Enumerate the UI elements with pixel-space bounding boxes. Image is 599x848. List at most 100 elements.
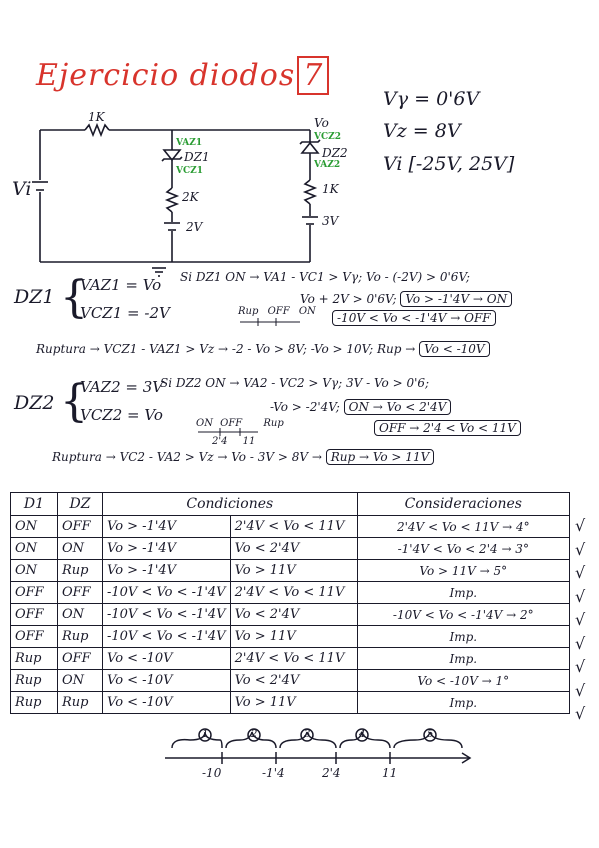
table-header-row: D1 DZ Condiciones Consideraciones — [10, 492, 571, 516]
vaz2-label: VAZ2 — [314, 160, 341, 170]
cell-cond2: 2'4V < Vo < 11V — [229, 647, 358, 670]
check-mark: √ — [575, 610, 586, 629]
dz1-rupture-box: Vo < -10V — [419, 341, 490, 357]
output-vo-label: Vo — [314, 116, 329, 130]
cell-cond2: 2'4V < Vo < 11V — [229, 515, 358, 538]
dz1-eq1: VAZ1 = Vo — [80, 276, 162, 294]
tick-label: 11 — [382, 766, 398, 780]
cell-dz: ON — [57, 603, 103, 626]
region-label: 1 — [202, 729, 209, 740]
region-label: 4 — [359, 729, 366, 740]
cell-cond1: -10V < Vo < -1'4V — [102, 603, 231, 626]
dz1-cond-line2: Vo + 2V > 0'6V; Vo > -1'4V → ON — [300, 291, 513, 307]
cell-dz: OFF — [57, 581, 103, 604]
resistor-2k-label: 2K — [182, 190, 199, 204]
check-mark: √ — [575, 539, 586, 559]
cell-d1: ON — [10, 559, 58, 582]
source-vi-label: Vi — [12, 178, 32, 200]
cell-d1: Rup — [10, 669, 58, 692]
dz1-axis-on: ON — [298, 306, 316, 317]
header-condiciones: Condiciones — [102, 492, 358, 516]
cell-consideraciones: Imp. — [356, 625, 571, 648]
dz1-eq2: VCZ1 = -2V — [80, 304, 170, 322]
cell-dz: ON — [57, 669, 103, 692]
dz1-label: DZ1 — [184, 150, 210, 164]
vaz1-label: VAZ1 — [176, 138, 203, 148]
dz2-eq1: VAZ2 = 3V — [80, 378, 164, 396]
cell-cond2: Vo < 2'4V — [229, 537, 358, 560]
param-vz: Vz = 8V — [383, 120, 461, 142]
header-consideraciones: Consideraciones — [356, 492, 571, 516]
cell-d1: OFF — [10, 625, 58, 648]
dz2-axis-off: OFF — [220, 418, 243, 429]
title-number: 7 — [297, 56, 330, 95]
dz2-axis-labels: ON OFF Rup — [196, 418, 284, 429]
region-label: 2 — [251, 729, 258, 740]
vcz2-label: VCZ2 — [314, 132, 341, 142]
check-mark: √ — [575, 633, 586, 653]
region-label: 5 — [427, 729, 434, 740]
dz1-section-label: DZ1 — [14, 286, 55, 308]
dz2-axis-rup: Rup — [263, 418, 284, 429]
resistor-top-label: 1K — [88, 110, 105, 124]
cell-cond1: Vo < -10V — [102, 647, 231, 670]
cell-consideraciones: -1'4V < Vo < 2'4 → 3° — [356, 537, 571, 560]
dz2-section-label: DZ2 — [14, 392, 55, 414]
cell-cond1: Vo < -10V — [102, 669, 231, 692]
dz2-eq2: VCZ2 = Vo — [80, 406, 163, 424]
dz1-cond-line2a: Vo + 2V > 0'6V; — [300, 292, 397, 306]
dz1-rupture-text: Ruptura → VCZ1 - VAZ1 > Vz → -2 - Vo > 8… — [36, 342, 416, 356]
cell-consideraciones: 2'4V < Vo < 11V → 4° — [356, 515, 571, 538]
cell-dz: Rup — [57, 625, 103, 648]
source-2v-label: 2V — [186, 220, 203, 234]
dz2-cond-box2: OFF → 2'4 < Vo < 11V — [374, 420, 521, 436]
dz2-cond-box1: ON → Vo < 2'4V — [343, 399, 452, 415]
cell-d1: ON — [10, 515, 58, 538]
dz2-cond-line2a: -Vo > -2'4V; — [270, 400, 340, 414]
cell-cond1: -10V < Vo < -1'4V — [102, 625, 231, 648]
dz2-cond-line1: Si DZ2 ON → VA2 - VC2 > Vγ; 3V - Vo > 0'… — [160, 376, 430, 390]
dz1-cond-line1: Si DZ1 ON → VA1 - VC1 > Vγ; Vo - (-2V) >… — [180, 270, 470, 284]
tick-label: 2'4 — [322, 766, 341, 780]
param-vgamma: Vγ = 0'6V — [383, 88, 480, 110]
cell-d1: Rup — [10, 647, 58, 670]
cell-cond1: Vo > -1'4V — [102, 537, 231, 560]
cell-consideraciones: -10V < Vo < -1'4V → 2° — [356, 603, 571, 626]
check-mark: √ — [575, 680, 586, 700]
cell-cond2: Vo > 11V — [229, 691, 358, 714]
cell-dz: Rup — [57, 559, 103, 582]
cell-dz: ON — [57, 537, 103, 560]
source-3v-label: 3V — [322, 214, 339, 228]
cell-d1: Rup — [10, 691, 58, 714]
cell-d1: OFF — [10, 581, 58, 604]
check-mark: √ — [575, 563, 586, 582]
dz2-axis-tick-1: 2'4 — [212, 436, 228, 447]
dz1-axis-off: OFF — [267, 306, 290, 317]
cell-cond1: -10V < Vo < -1'4V — [102, 581, 231, 604]
cell-d1: ON — [10, 537, 58, 560]
cell-d1: OFF — [10, 603, 58, 626]
cell-consideraciones: Vo > 11V → 5° — [356, 559, 571, 582]
title-text: Ejercicio diodos — [36, 58, 296, 93]
cell-cond2: Vo > 11V — [229, 559, 358, 582]
check-mark: √ — [575, 657, 586, 676]
cell-dz: OFF — [57, 515, 103, 538]
dz1-rupture: Ruptura → VCZ1 - VAZ1 > Vz → -2 - Vo > 8… — [36, 341, 490, 357]
cell-cond2: 2'4V < Vo < 11V — [229, 581, 358, 604]
dz2-brace: { — [60, 376, 88, 427]
tick-label: -1'4 — [262, 766, 285, 780]
resistor-1k-label: 1K — [322, 182, 339, 196]
header-d1: D1 — [10, 492, 58, 516]
dz1-axis-rup: Rup — [238, 306, 259, 317]
check-mark: √ — [575, 704, 586, 723]
header-dz: DZ — [57, 492, 103, 516]
dz1-brace: { — [60, 272, 88, 323]
cell-cond1: Vo < -10V — [102, 691, 231, 714]
